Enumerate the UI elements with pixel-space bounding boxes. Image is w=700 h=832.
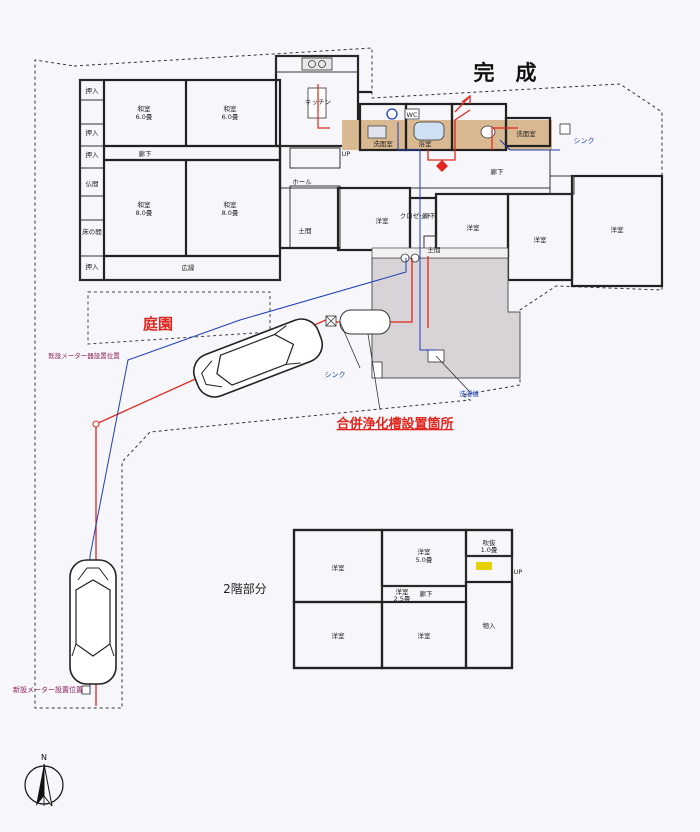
label-washitsu-nw: 和室: [138, 104, 152, 113]
label-roka-center: 廊下: [491, 167, 505, 176]
label-f2-yoshitsu-nw: 洋室: [332, 563, 346, 572]
wet-area: [358, 102, 552, 152]
label-f2-yoshitsu-sw: 洋室: [332, 631, 346, 640]
label-washitsu-sw: 和室: [138, 200, 152, 209]
label-oshiire-1: 押入: [86, 86, 100, 95]
label-butsuma: 仏間: [86, 180, 99, 188]
label-sink-ne: シンク: [574, 137, 595, 145]
car-bottom: [69, 559, 117, 685]
page-title: 完 成: [474, 61, 537, 85]
label-washitsu-ne-size: 6.0畳: [222, 113, 239, 121]
label-senmenjo: 洗面室: [373, 139, 393, 148]
garden-dashed-area: [87, 291, 271, 345]
label-garden: 庭園: [143, 315, 173, 333]
compass-icon: [24, 763, 64, 807]
central-corridor: [278, 120, 552, 250]
label-f2-roka-room-size: 2.5畳: [394, 595, 411, 603]
label-washitsu-se: 和室: [224, 200, 238, 209]
label-washitsu-nw-size: 6.0畳: [136, 113, 153, 121]
western-rooms: [336, 174, 664, 288]
label-yoshitsu-4: 洋室: [611, 225, 625, 234]
gray-slab-area: [339, 247, 521, 379]
label-meter-new: 新設メーター設置位置: [13, 685, 83, 694]
label-roka-west: 廊下: [139, 149, 153, 158]
label-closet: クロゼット: [400, 211, 433, 220]
label-senmenjo-east: 洗面室: [516, 129, 536, 138]
car-top: [192, 318, 324, 398]
label-bath: 浴室: [419, 139, 433, 148]
label-f2-fukinuke: 吹抜: [483, 538, 497, 547]
label-wc: WC: [407, 111, 418, 119]
label-f2-up: UP: [514, 568, 523, 576]
label-washitsu-sw-size: 8.0畳: [136, 209, 153, 217]
label-f2-oshiire: 物入: [483, 621, 497, 630]
label-roka-east: 廊下: [423, 211, 437, 220]
label-yoshitsu-3: 洋室: [534, 235, 548, 244]
floor2-plan: [292, 528, 514, 670]
label-septic: 合併浄化槽設置箇所: [336, 416, 453, 432]
label-floor2: 2階部分: [223, 581, 267, 596]
label-yoshitsu-1: 洋室: [376, 216, 390, 225]
label-oshiire-4: 押入: [86, 262, 100, 271]
label-f2-fukinuke-size: 1.0畳: [481, 546, 498, 554]
pipes: [81, 84, 571, 706]
kitchen-area: [274, 54, 372, 148]
japanese-wing: [78, 78, 282, 282]
label-tokonoma: 床の間: [82, 227, 102, 236]
label-doma-1: 土間: [299, 226, 312, 235]
label-doma-2: 土間: [428, 245, 441, 254]
label-f2-yoshitsu-nc: 洋室: [418, 547, 432, 556]
label-up-1: UP: [342, 150, 351, 158]
label-oshiire-2: 押入: [86, 128, 100, 137]
label-washer: 洗濯機: [459, 389, 479, 398]
label-washitsu-ne: 和室: [224, 104, 238, 113]
label-sink-s: シンク: [325, 371, 346, 379]
label-hall: ホール: [292, 178, 312, 186]
label-f2-roka: 廊下: [420, 589, 434, 598]
label-washitsu-se-size: 8.0畳: [222, 209, 239, 217]
label-f2-roka-room: 洋室: [396, 587, 410, 596]
label-f2-yoshitsu-sc: 洋室: [418, 631, 432, 640]
label-kitchen: キッチン: [305, 98, 331, 106]
compass-letter: N: [41, 753, 47, 762]
label-f2-yoshitsu-nc-size: 5.0畳: [416, 556, 433, 564]
label-yoshitsu-2: 洋室: [467, 223, 481, 232]
label-oshiire-3: 押入: [86, 150, 100, 159]
label-hiroen: 広縁: [182, 263, 196, 272]
label-meter-existing: 既設メーター器設置位置: [48, 351, 120, 360]
